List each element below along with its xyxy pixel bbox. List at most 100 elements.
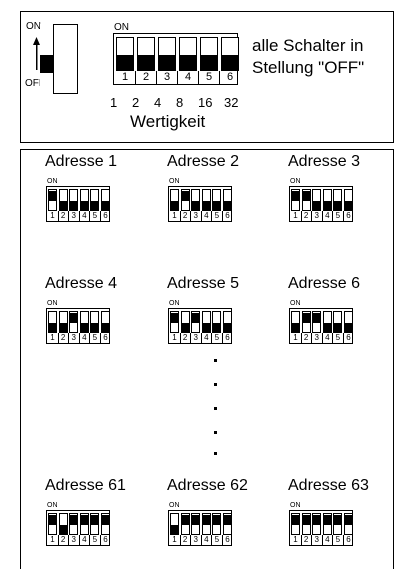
address-switch (58, 311, 68, 333)
legend-switch-number: 1 (121, 71, 129, 83)
switch-knob (171, 201, 178, 210)
address-on-label: ON (169, 502, 180, 509)
address-switch (101, 311, 110, 333)
address-switch-number: 4 (325, 211, 330, 220)
address-switch (101, 513, 110, 535)
switch-knob (313, 201, 321, 210)
legend-switch (116, 37, 134, 71)
switch-knob (345, 323, 352, 332)
address-divider (300, 535, 302, 545)
switch-knob (313, 515, 321, 525)
switch-knob (202, 515, 210, 525)
address-divider (68, 333, 70, 343)
address-divider (89, 535, 91, 545)
address-switch (170, 311, 179, 333)
switch-knob (80, 515, 88, 525)
address-switch-number: 1 (50, 211, 55, 220)
address-on-label: ON (47, 300, 58, 307)
address-divider (222, 211, 223, 221)
address-divider (343, 211, 344, 221)
address-switch-number: 5 (335, 535, 341, 544)
switch-knob (159, 55, 175, 70)
address-divider (100, 535, 101, 545)
address-switch-number: 1 (293, 535, 298, 544)
address-divider (343, 535, 344, 545)
address-switch (344, 311, 353, 333)
legend-on-label: ON (26, 21, 41, 32)
address-divider (179, 333, 181, 343)
address-switch-number: 5 (335, 211, 341, 220)
switch-knob (80, 323, 88, 332)
address-switch-number: 1 (172, 535, 177, 544)
address-divider (179, 535, 181, 545)
address-divider (190, 333, 192, 343)
address-switch (301, 513, 311, 535)
switch-knob (59, 525, 67, 534)
legend-switch (221, 37, 239, 71)
switch-knob (224, 201, 231, 210)
address-divider (89, 211, 91, 221)
address-on-label: ON (47, 502, 58, 509)
switch-knob (49, 191, 56, 201)
switch-knob (171, 313, 178, 323)
weight-value: 2 (132, 95, 140, 110)
address-switch (79, 311, 89, 333)
address-switch-number: 3 (314, 535, 319, 544)
address-divider (321, 211, 323, 221)
address-switch (223, 189, 232, 211)
weight-value: 8 (176, 95, 184, 110)
address-switch-number: 2 (182, 211, 188, 220)
address-switch (90, 311, 100, 333)
address-on-label: ON (290, 502, 301, 509)
switch-knob (222, 55, 238, 70)
address-switch-number: 2 (60, 333, 66, 342)
switch-knob (345, 515, 352, 525)
switch-knob (102, 201, 109, 210)
address-divider (222, 535, 223, 545)
address-switch (312, 189, 322, 211)
address-switch (191, 189, 201, 211)
address-title: Adresse 63 (288, 477, 369, 494)
switch-knob (334, 515, 342, 525)
switch-knob (302, 515, 310, 525)
address-switch-number: 2 (303, 333, 309, 342)
address-divider (332, 211, 334, 221)
switch-knob (70, 313, 78, 323)
address-title: Adresse 5 (167, 275, 240, 292)
switch-knob (302, 313, 310, 323)
address-switch-number: 4 (82, 535, 87, 544)
switch-knob (345, 201, 352, 210)
address-title: Adresse 4 (45, 275, 118, 292)
switch-knob (181, 323, 189, 332)
address-switch (69, 311, 79, 333)
weights-title: Wertigkeit (130, 112, 206, 131)
switch-knob (192, 313, 200, 323)
address-switch-number: 3 (314, 211, 319, 220)
address-switch-number: 6 (225, 535, 230, 544)
switch-knob (171, 525, 178, 534)
address-title: Adresse 1 (45, 153, 118, 170)
address-switch-number: 1 (50, 333, 55, 342)
address-switch-number: 1 (172, 333, 177, 342)
switch-knob (292, 515, 299, 525)
address-divider (200, 333, 202, 343)
address-switch (344, 513, 353, 535)
address-switch-number: 1 (293, 333, 298, 342)
switch-knob (102, 323, 109, 332)
address-switch-number: 4 (82, 211, 87, 220)
address-divider (89, 333, 91, 343)
address-divider (179, 211, 181, 221)
address-switch-number: 5 (214, 535, 220, 544)
switch-knob (292, 191, 299, 201)
address-switch (223, 513, 232, 535)
legend-switch-number: 6 (226, 71, 234, 83)
address-switch (333, 189, 343, 211)
legend-single-switch (40, 24, 80, 94)
switch-knob (213, 323, 221, 332)
switch-knob (323, 201, 331, 210)
address-switch (301, 189, 311, 211)
address-title: Adresse 3 (288, 153, 361, 170)
address-on-label: ON (290, 178, 301, 185)
address-divider (190, 211, 192, 221)
address-switch-number: 6 (346, 333, 351, 342)
